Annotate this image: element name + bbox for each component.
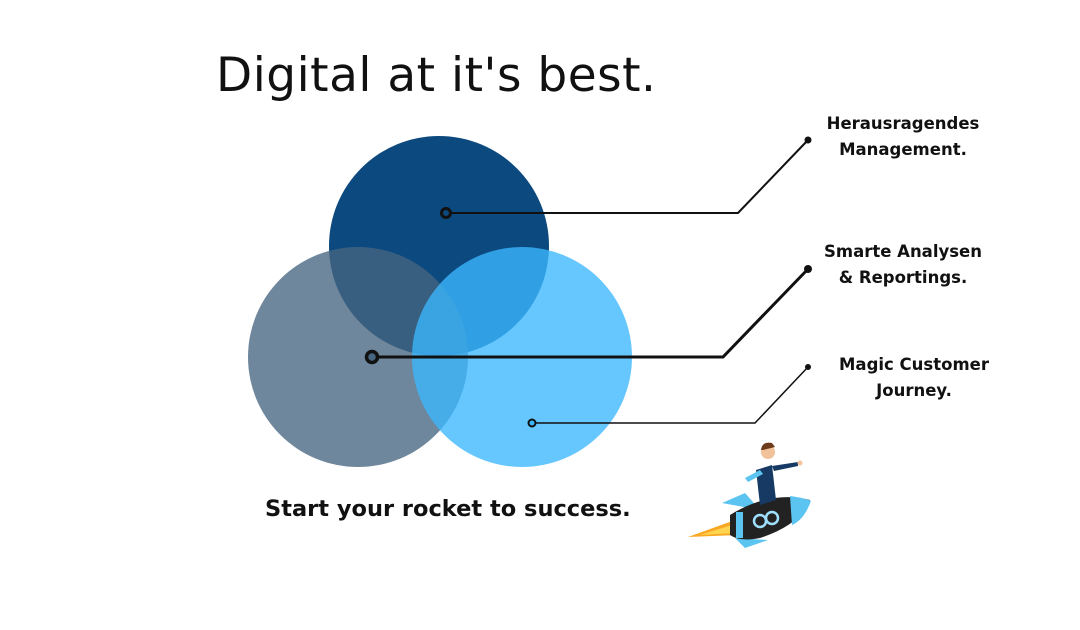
label-line: & Reportings. (838, 268, 968, 287)
dot-customer-journey (527, 418, 537, 428)
dot-management (440, 207, 452, 219)
tagline: Start your rocket to success. (265, 496, 631, 522)
rocket-fin-bottom (735, 538, 768, 548)
endpoint-analytics (804, 265, 812, 273)
rocket-body (730, 497, 810, 540)
endpoint-management (804, 136, 812, 144)
label-analytics: Smarte Analysen & Reportings. (803, 239, 1003, 291)
endpoint-customer-journey (805, 364, 811, 370)
connector-lines (364, 139, 810, 428)
rocket-nose (790, 496, 811, 525)
connector-management (450, 139, 809, 214)
dot-analytics (364, 349, 380, 365)
rocket-man-illustration (688, 442, 811, 548)
label-line: Journey. (876, 381, 952, 400)
page-title: Digital at it's best. (216, 48, 657, 103)
connector-customer-journey (535, 366, 809, 424)
label-customer-journey: Magic Customer Journey. (814, 352, 1014, 404)
label-line: Herausragendes (826, 114, 980, 133)
label-management: Herausragendes Management. (803, 111, 1003, 163)
label-line: Management. (839, 140, 967, 159)
connector-analytics (377, 267, 810, 359)
circle-analytics (248, 247, 468, 467)
label-line: Smarte Analysen (824, 242, 982, 261)
label-line: Magic Customer (839, 355, 989, 374)
man-tie (745, 470, 763, 482)
